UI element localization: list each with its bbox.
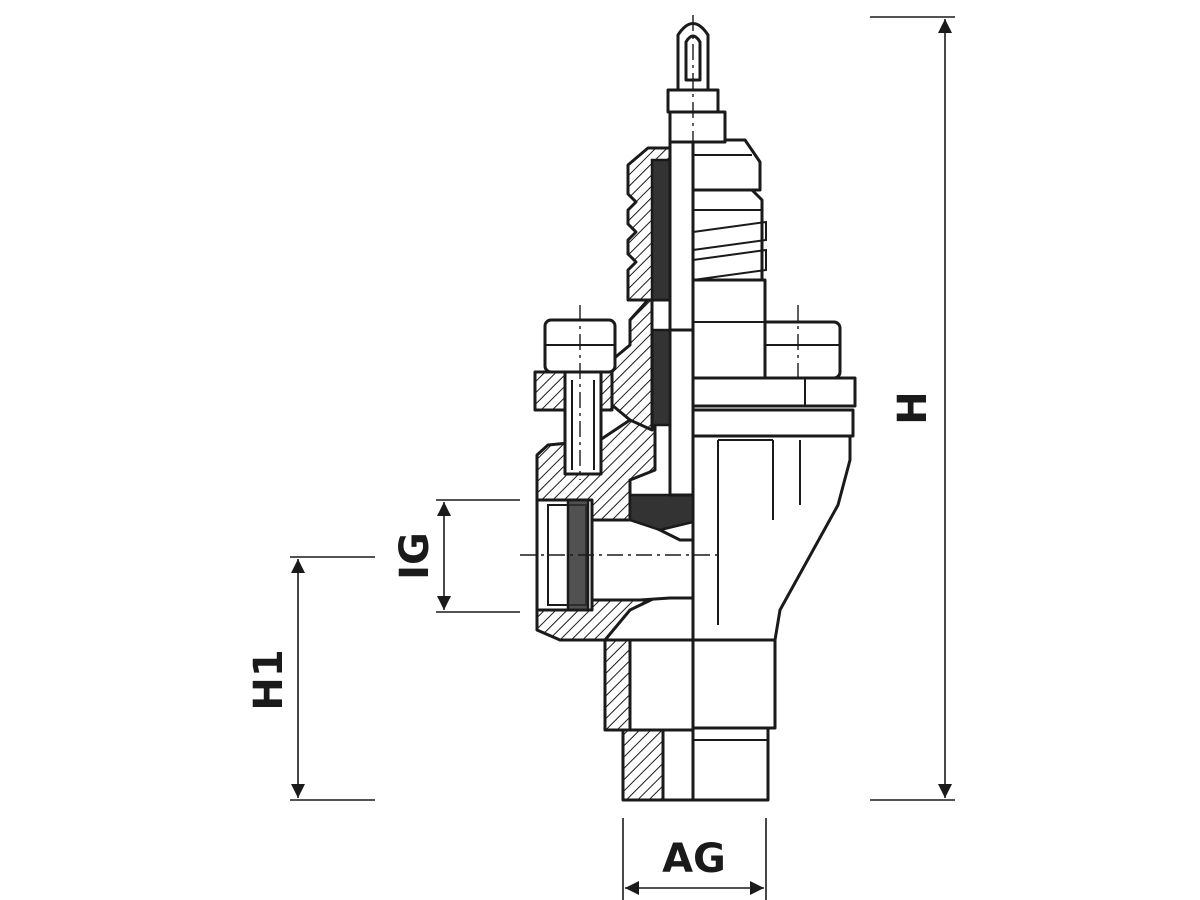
dimension-label-H: H — [890, 391, 936, 424]
dimension-label-AG: AG — [662, 836, 726, 882]
flange-upper — [691, 376, 857, 408]
spindle-section — [668, 328, 695, 497]
outlet-spigot-section — [621, 728, 665, 802]
dimension-H: H — [870, 16, 955, 801]
dimension-AG: AG — [622, 818, 767, 900]
thread-insert — [650, 158, 672, 302]
flow-passage — [590, 518, 695, 602]
dimension-H1: H1 — [246, 556, 375, 801]
flange-lower — [691, 408, 855, 438]
dimension-IG: IG — [392, 499, 520, 613]
cap-exterior — [691, 138, 762, 192]
bolt-shank — [563, 370, 603, 476]
thread-housing-exterior — [691, 188, 764, 282]
exterior-half — [691, 138, 857, 802]
bonnet-section — [610, 298, 654, 432]
spindle-seal — [650, 328, 672, 427]
main-body-exterior — [691, 418, 852, 642]
bonnet-neck-exterior — [691, 278, 767, 380]
dimension-label-H1: H1 — [246, 649, 292, 710]
dimension-label-IG: IG — [392, 532, 438, 580]
outlet-spigot-exterior — [691, 726, 770, 802]
top-knob — [666, 22, 727, 144]
section-half — [533, 98, 695, 802]
lower-body-exterior — [691, 638, 777, 730]
